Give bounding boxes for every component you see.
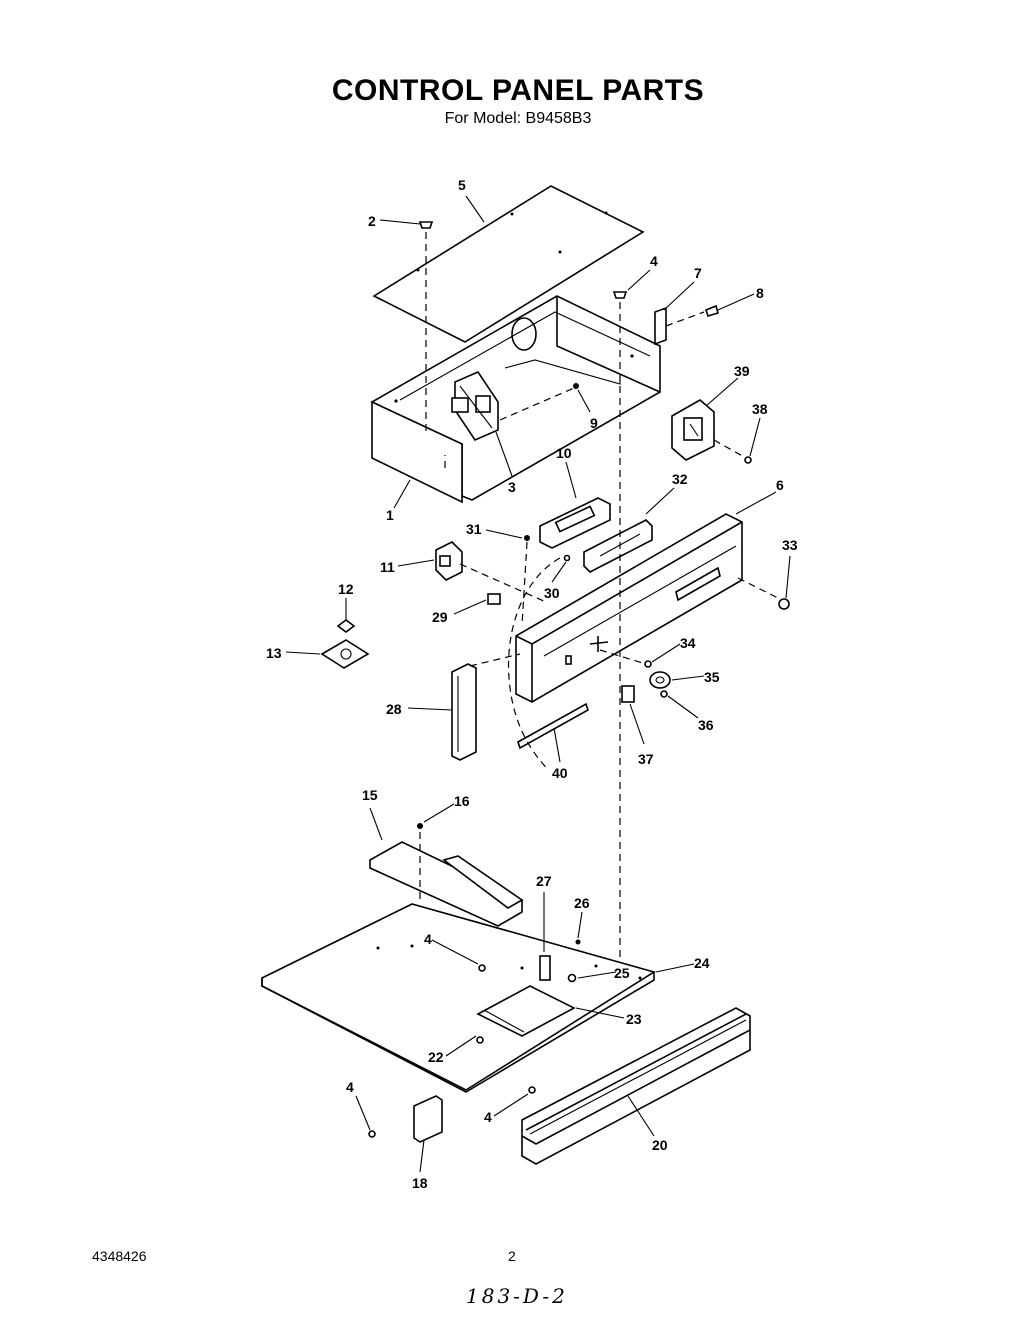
part-18-bracket [413, 1095, 443, 1143]
part-13-mounting-plate [320, 639, 370, 669]
page-number: 2 [508, 1248, 516, 1264]
part-40-trim-strip [517, 702, 589, 750]
page-title: CONTROL PANEL PARTS [331, 74, 705, 107]
callout-7: 7 [694, 265, 702, 281]
part-6-control-panel [515, 513, 743, 703]
callout-9: 9 [590, 415, 598, 431]
callout-11: 11 [380, 559, 395, 575]
callout-24: 24 [694, 955, 710, 971]
part-2-screw [418, 221, 434, 229]
part-10-display-module [539, 497, 611, 549]
callout-12: 12 [338, 581, 354, 597]
callout-4-top: 4 [650, 253, 658, 269]
part-37-clip [621, 685, 635, 703]
part-4-screw-rail [528, 1086, 536, 1094]
part-5-cover-plate [372, 185, 645, 343]
part-39-switch [671, 399, 715, 461]
callout-4-rail: 4 [484, 1109, 492, 1125]
part-23-bracket-plate [476, 985, 576, 1037]
callout-5: 5 [458, 177, 466, 193]
part-27-hinge [539, 955, 551, 981]
callout-25: 25 [614, 965, 630, 981]
callout-leaders [285, 195, 791, 1173]
callout-31: 31 [466, 521, 482, 537]
part-22-screw [476, 1036, 484, 1044]
callout-4-middle: 4 [424, 931, 432, 947]
part-4-screw-middle [478, 964, 486, 972]
callout-4-lower: 4 [346, 1079, 354, 1095]
callout-8: 8 [756, 285, 764, 301]
document-number: 4348426 [92, 1248, 147, 1264]
part-3-circuit-board [451, 370, 499, 442]
assembly-lines [419, 232, 783, 960]
part-12-nut [336, 619, 356, 633]
callout-20: 20 [652, 1137, 668, 1153]
callout-2: 2 [368, 213, 376, 229]
callout-39: 39 [734, 363, 750, 379]
callout-32: 32 [672, 471, 688, 487]
callout-6: 6 [776, 477, 784, 493]
part-26-screw [575, 939, 581, 945]
callout-38: 38 [752, 401, 768, 417]
callout-16: 16 [454, 793, 470, 809]
part-7-bracket [654, 306, 667, 346]
part-28-end-cap [451, 663, 477, 761]
callout-33: 33 [782, 537, 798, 553]
part-38-screw [744, 456, 752, 464]
part-33-knob [778, 598, 790, 610]
part-4-screw-lower [368, 1130, 376, 1138]
part-15-support-rail [369, 841, 524, 927]
part-9-screw [573, 383, 579, 389]
handwritten-note: 183-D-2 [466, 1284, 568, 1308]
callout-40: 40 [552, 765, 568, 781]
callout-35: 35 [704, 669, 720, 685]
part-25-screw [567, 973, 577, 983]
model-subtitle: For Model: B9458B3 [444, 110, 592, 127]
callout-10: 10 [556, 445, 572, 461]
part-29-clip [487, 593, 501, 605]
callout-3: 3 [508, 479, 516, 495]
callout-27: 27 [536, 873, 552, 889]
callout-22: 22 [428, 1049, 444, 1065]
callout-18: 18 [412, 1175, 428, 1191]
callout-28: 28 [386, 701, 402, 717]
part-8-screw [705, 304, 719, 317]
part-11-switch [435, 541, 463, 581]
callout-labels: 5 2 4 7 8 39 38 9 3 1 10 32 6 31 33 11 3… [266, 177, 798, 1191]
part-34-screw [644, 660, 652, 668]
callout-1: 1 [386, 507, 394, 523]
part-31-screw [524, 535, 530, 541]
part-35-knob [649, 671, 671, 689]
callout-36: 36 [698, 717, 714, 733]
callout-29: 29 [432, 609, 448, 625]
callout-37: 37 [638, 751, 654, 767]
callout-23: 23 [626, 1011, 642, 1027]
callout-13: 13 [266, 645, 282, 661]
part-24-base-plate [261, 903, 656, 1093]
callout-15: 15 [362, 787, 378, 803]
callout-26: 26 [574, 895, 590, 911]
part-4-screw-upper [612, 291, 628, 299]
callout-34: 34 [680, 635, 696, 651]
part-16-screw [417, 823, 423, 829]
part-36-washer [660, 690, 668, 698]
callout-30: 30 [544, 585, 560, 601]
part-30-screw [563, 554, 571, 562]
part-20-front-rail [521, 1007, 751, 1165]
part-1-control-housing [370, 295, 661, 504]
